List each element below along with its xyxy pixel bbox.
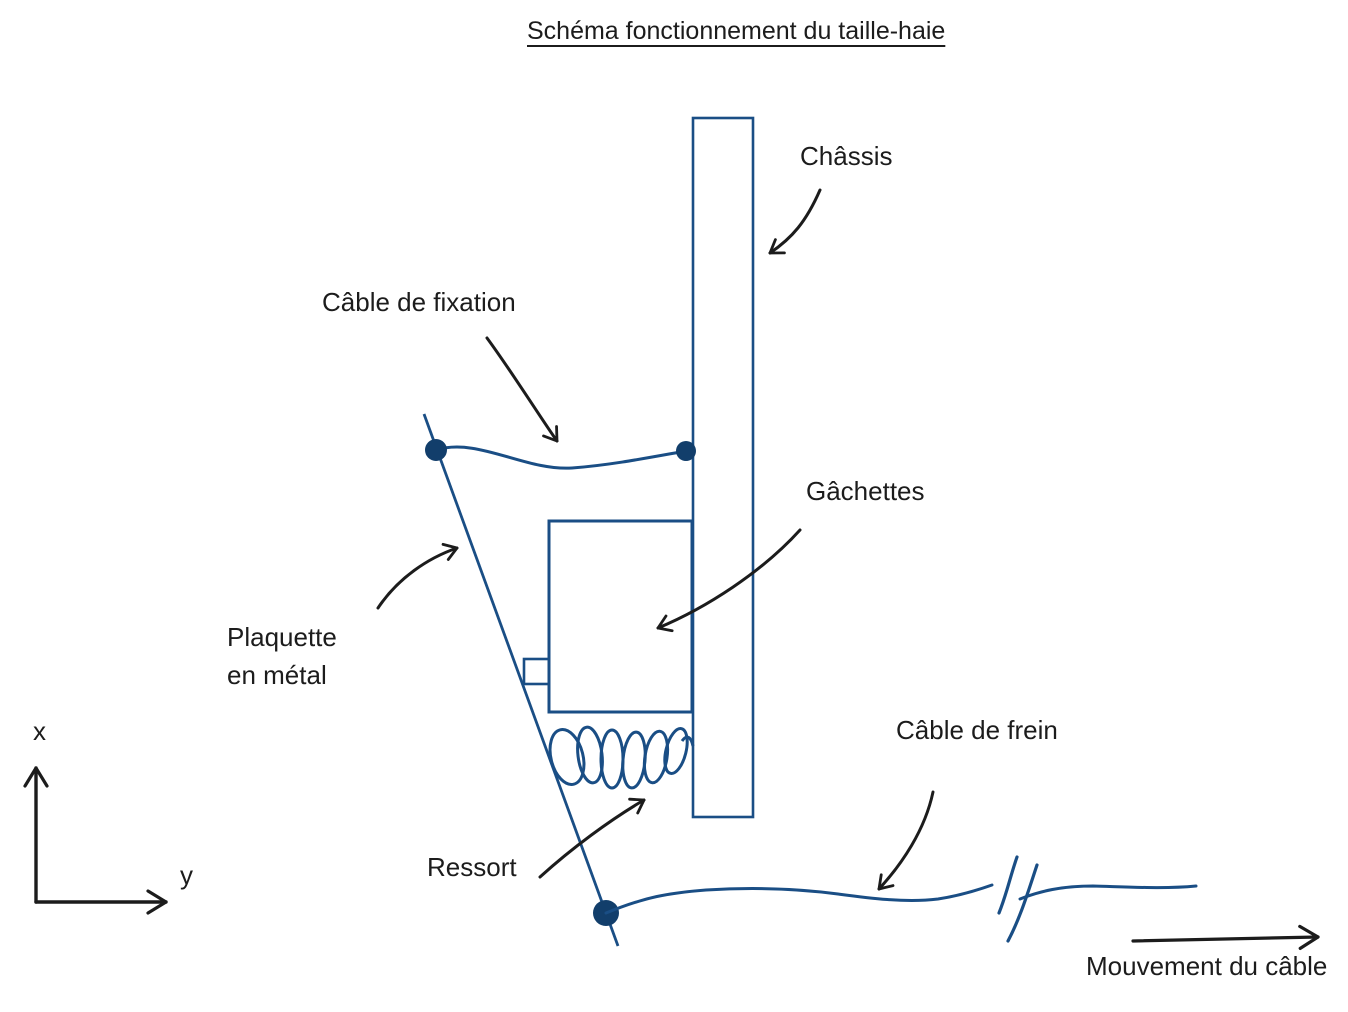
plaquette-label: Plaquette en métal (227, 618, 337, 694)
brake-cable-line-after-break (1018, 884, 1198, 901)
trigger-rectangle (547, 519, 694, 714)
fixation-cable-line (434, 445, 688, 470)
brake-cable-line (604, 883, 994, 915)
fixation-anchor-dot-right (676, 441, 696, 461)
chassis-bar (691, 116, 755, 819)
fixation-anchor-dot-left (425, 439, 447, 461)
spring-loop (663, 727, 689, 775)
chassis-arrow (768, 188, 822, 255)
x-axis-label: x (33, 716, 46, 746)
ressort-arrow (538, 797, 646, 879)
metal-plate-line (422, 413, 620, 947)
spring-wall-connector (680, 735, 695, 747)
fixation-arrow (485, 336, 559, 443)
page-title: Schéma fonctionnement du taille-haie (527, 17, 946, 45)
mouvement-label: Mouvement du câble (1086, 951, 1328, 981)
chassis-label: Châssis (800, 141, 893, 171)
gachettes-label: Gâchettes (806, 476, 925, 506)
cable-break-marks (997, 855, 1039, 943)
ressort-label: Ressort (427, 852, 517, 882)
plaquette-label-line1: Plaquette (227, 622, 337, 652)
plaquette-label-line2: en métal (227, 660, 327, 690)
spring-loop (599, 728, 625, 790)
cable-fixation-label: Câble de fixation (322, 287, 516, 317)
spring-loop (548, 728, 586, 786)
spring-loop (642, 729, 670, 785)
plaquette-arrow (376, 542, 459, 610)
y-axis-label: y (180, 860, 193, 890)
trigger-notch-square (522, 657, 551, 686)
cable-movement-arrow (1131, 924, 1320, 950)
gachettes-arrow (656, 528, 802, 633)
cable-frein-label: Câble de frein (896, 715, 1058, 745)
spring-coil (548, 725, 695, 790)
frein-arrow (877, 790, 935, 891)
